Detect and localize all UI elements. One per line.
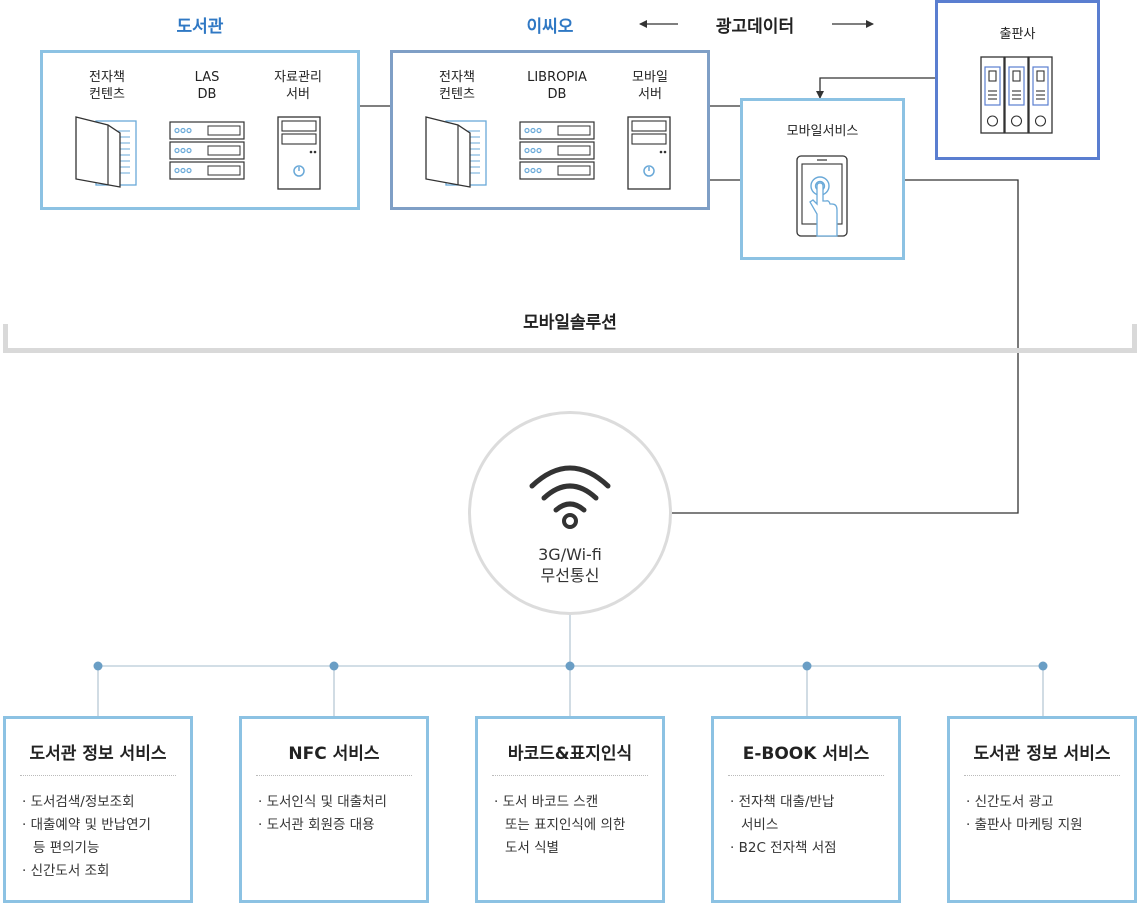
service-feature-text-continued: 서비스 (741, 817, 779, 833)
wifi-icon (529, 465, 611, 529)
service-feature-text: 대출예약 및 반납연기 (30, 817, 151, 833)
service-feature-item: · B2C 전자책 서점 (730, 840, 837, 856)
binders-icon (980, 56, 1053, 134)
tower-server-icon (627, 116, 671, 190)
connector-dot (329, 661, 339, 671)
document-icon (425, 116, 487, 188)
service-title: 도서관 정보 서비스 (973, 744, 1111, 764)
service-feature-text-continued: 또는 표지인식에 의한 (505, 817, 626, 833)
publisher-to-service-arrow (816, 77, 937, 99)
service-feature-text: 전자책 대출/반납 (738, 794, 835, 810)
service-divider (964, 775, 1120, 776)
service-box: 도서관 정보 서비스 · 신간도서 광고 · 출판사 마케팅 지원 (947, 716, 1137, 903)
service-feature-item: · 신간도서 광고 (966, 794, 1054, 810)
service-feature-text: B2C 전자책 서점 (738, 840, 837, 856)
service-feature-item: · 도서인식 및 대출처리 (258, 794, 387, 810)
service-divider (20, 775, 176, 776)
service-feature-text-continued: 도서 식별 (505, 840, 559, 856)
service-divider (256, 775, 412, 776)
service-title: NFC 서비스 (288, 744, 380, 764)
service-title: 도서관 정보 서비스 (29, 744, 167, 764)
ad-data-title: 광고데이터 (715, 17, 795, 37)
service-feature-text: 출판사 마케팅 지원 (974, 817, 1083, 833)
publisher-label: 출판사 (999, 27, 1036, 42)
connector-dot (565, 661, 575, 671)
library-title: 도서관 (176, 17, 224, 37)
mobile-solution-label: 모바일솔루션 (523, 313, 617, 333)
service-feature-list: · 신간도서 광고 · 출판사 마케팅 지원 (966, 791, 1126, 837)
connector-dot (802, 661, 812, 671)
service-title: 바코드&표지인식 (507, 744, 633, 764)
connector-dot (93, 661, 103, 671)
connector-dot (1038, 661, 1048, 671)
wireless-node: 3G/Wi-fi 무선통신 (468, 411, 672, 615)
service-feature-item: · 신간도서 조회 (22, 863, 110, 879)
service-feature-text: 도서인식 및 대출처리 (266, 794, 387, 810)
eseo-title: 이씨오 (526, 17, 574, 37)
service-feature-text: 도서검색/정보조회 (30, 794, 135, 810)
service-feature-text: 신간도서 광고 (974, 794, 1054, 810)
service-feature-item: · 출판사 마케팅 지원 (966, 817, 1083, 833)
service-feature-text: 도서관 회원증 대용 (266, 817, 375, 833)
wireless-label: 3G/Wi-fi 무선통신 (538, 545, 602, 585)
tower-server-icon (277, 116, 321, 190)
service-feature-item: · 도서검색/정보조회 (22, 794, 135, 810)
service-feature-text: 신간도서 조회 (30, 863, 110, 879)
service-feature-item: · 도서관 회원증 대용 (258, 817, 375, 833)
service-feature-text: 도서 바코드 스캔 (502, 794, 599, 810)
mobile-solution-bracket (3, 348, 1137, 353)
service-to-wifi-line (670, 179, 1019, 514)
document-icon (75, 116, 137, 188)
service-feature-list: · 도서인식 및 대출처리 · 도서관 회원증 대용 (258, 791, 418, 837)
database-server-icon (169, 121, 245, 180)
tablet-touch-icon (796, 155, 848, 237)
service-box: NFC 서비스 · 도서인식 및 대출처리 · 도서관 회원증 대용 (239, 716, 429, 903)
mobile-service-label: 모바일서비스 (786, 124, 859, 139)
service-title: E-BOOK 서비스 (742, 744, 870, 764)
service-divider (728, 775, 884, 776)
service-divider (492, 775, 648, 776)
service-feature-text-continued: 등 편의기능 (33, 840, 100, 856)
database-server-icon (519, 121, 595, 180)
